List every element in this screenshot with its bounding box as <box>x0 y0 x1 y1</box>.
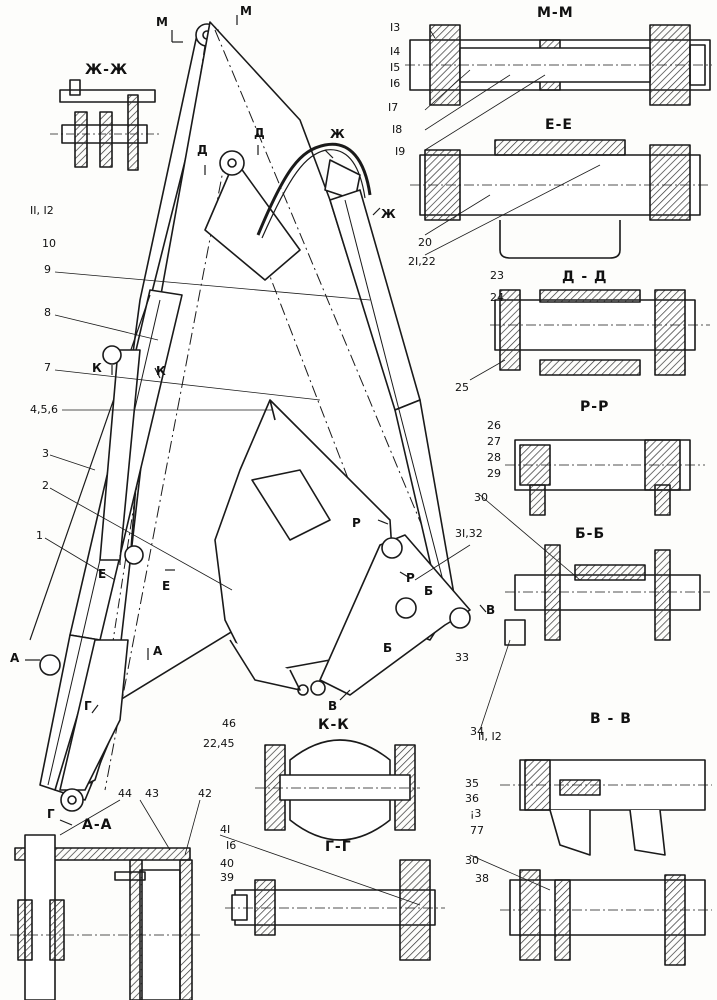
callout-21-22: 2I,22 <box>408 255 436 268</box>
callout-11-12: II, I2 <box>30 204 54 217</box>
cut-mark-a: А <box>10 651 20 665</box>
cut-mark-e: Е <box>162 579 171 593</box>
section-markers <box>25 15 487 826</box>
section-title-b-b: Б-Б <box>575 526 606 542</box>
section-title-a-a: А-А <box>82 817 113 833</box>
callout-38-misprint: ¡3 <box>470 807 482 820</box>
cut-mark-b: Б <box>424 584 434 598</box>
callout-3: 3 <box>42 447 49 460</box>
callout-1: 1 <box>36 529 43 542</box>
callout-40: 40 <box>220 857 234 870</box>
callout-4-5-6: 4,5,6 <box>30 403 58 416</box>
callout-7: 7 <box>44 361 51 374</box>
callout-10: 10 <box>42 237 56 250</box>
callout-35: 35 <box>465 777 479 790</box>
cut-mark-k: К <box>156 364 166 378</box>
callout-39: 39 <box>220 871 234 884</box>
section-zh-zh-view <box>50 79 160 171</box>
callout-2: 2 <box>42 479 49 492</box>
callout-15: I5 <box>390 61 401 74</box>
section-title-e-e: Е-Е <box>545 117 573 133</box>
callout-14: I4 <box>390 45 401 58</box>
section-e-e-view <box>410 139 710 259</box>
callout-17: I7 <box>388 101 399 114</box>
callout-29: 29 <box>487 467 501 480</box>
cut-mark-r: Р <box>352 516 361 530</box>
cut-mark-g: Г <box>84 699 92 713</box>
callout-27: 27 <box>487 435 501 448</box>
cut-mark-v: В <box>486 603 496 617</box>
section-title-r-r: Р-Р <box>580 399 610 415</box>
section-title-v-v: В - В <box>590 711 632 727</box>
callout-22-45: 22,45 <box>203 737 235 750</box>
callout-26: 26 <box>487 419 501 432</box>
section-title-zh-zh: Ж-Ж <box>85 62 129 78</box>
bucket <box>214 399 396 691</box>
callout-34: 34 <box>470 725 484 738</box>
cut-mark-k: К <box>92 361 102 375</box>
section-a-a-view <box>10 834 200 1000</box>
callout-36: 36 <box>465 792 479 805</box>
callout-16: I6 <box>226 839 237 852</box>
callout-41: 4I <box>220 823 231 836</box>
section-title-d-d: Д - Д <box>562 269 608 285</box>
callout-42: 42 <box>198 787 212 800</box>
cut-mark-e: Е <box>98 567 107 581</box>
callout-38: 38 <box>475 872 489 885</box>
section-m-m-view <box>405 24 712 106</box>
callout-13: I3 <box>390 21 401 34</box>
callout-31-32: 3I,32 <box>455 527 483 540</box>
callout-16: I6 <box>390 77 401 90</box>
callout-43: 43 <box>145 787 159 800</box>
callout-20: 20 <box>418 236 432 249</box>
cut-mark-v: В <box>328 699 338 713</box>
callout-25: 25 <box>455 381 469 394</box>
cut-mark-zh: Ж <box>330 127 345 141</box>
callout-28: 28 <box>487 451 501 464</box>
callout-9: 9 <box>44 263 51 276</box>
section-title-g-g: Г-Г <box>325 839 352 855</box>
leader-lines <box>44 29 601 906</box>
cut-mark-a: А <box>153 644 163 658</box>
cut-mark-m: М <box>240 4 252 18</box>
section-d-d-view <box>490 289 710 376</box>
callout-44: 44 <box>118 787 132 800</box>
callout-30: 30 <box>474 491 488 504</box>
section-b-b-view <box>504 544 710 646</box>
section-title-m-m: М-М <box>537 5 574 21</box>
callout-46: 46 <box>222 717 236 730</box>
cut-mark-zh: Ж <box>381 207 396 221</box>
callout-11-12: II, I2 <box>478 730 502 743</box>
callout-24: 24 <box>490 291 504 304</box>
callout-33: 33 <box>455 651 469 664</box>
callout-18: I8 <box>392 123 403 136</box>
cut-mark-m: М <box>156 15 168 29</box>
callout-8: 8 <box>44 306 51 319</box>
section-r-r-view <box>505 439 705 516</box>
callout-23: 23 <box>490 269 504 282</box>
cut-mark-b: Б <box>383 641 393 655</box>
callout-77: 77 <box>470 824 484 837</box>
cut-mark-d: Д <box>254 126 265 140</box>
callout-19: I9 <box>395 145 406 158</box>
cut-mark-d: Д <box>197 143 208 157</box>
section-g-g-view <box>225 859 445 961</box>
section-k-k-view <box>255 739 420 841</box>
section-v-v-view <box>500 759 712 966</box>
callout-30: 30 <box>465 854 479 867</box>
cut-mark-r: Р <box>406 571 415 585</box>
cut-mark-g: Г <box>47 807 55 821</box>
bucket-linkage <box>297 534 471 696</box>
section-title-k-k: К-К <box>318 717 350 733</box>
